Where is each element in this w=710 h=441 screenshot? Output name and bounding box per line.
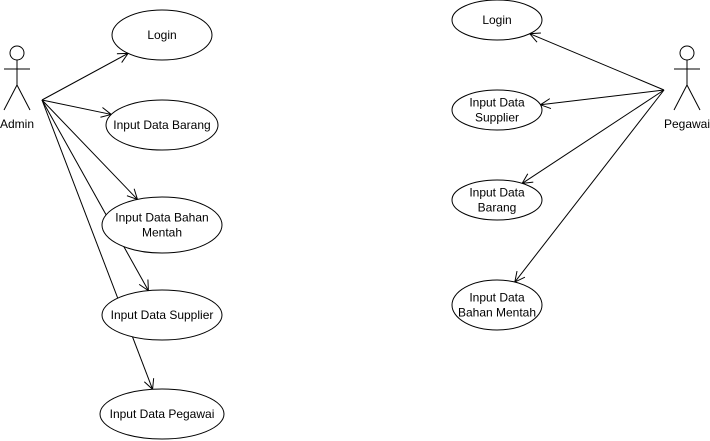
use-case-label: Supplier — [475, 111, 519, 125]
actor-right-leg — [16, 84, 31, 111]
use-case-ellipse — [451, 179, 543, 221]
use-case-label: Input Data — [469, 291, 525, 305]
use-case-admin-input-pegawai: Input Data Pegawai — [99, 388, 225, 440]
actor-pegawai: Pegawai — [664, 45, 710, 131]
use-case-admin-login: Login — [111, 9, 213, 61]
association-pegawai-pegawai-input-barang — [522, 89, 665, 183]
association-pegawai-pegawai-input-bahan-mentah — [515, 89, 665, 282]
actor-label: Pegawai — [664, 117, 710, 131]
actor-head-icon — [9, 45, 25, 61]
actor-left-leg — [3, 84, 18, 111]
association-admin-admin-login — [41, 53, 128, 101]
use-case-label: Input Data — [469, 96, 525, 110]
use-case-admin-input-barang: Input Data Barang — [105, 99, 219, 151]
use-case-label: Barang — [478, 201, 517, 215]
use-case-label: Input Data Supplier — [111, 308, 214, 322]
use-case-pegawai-login: Login — [451, 0, 543, 41]
use-case-ellipse — [105, 99, 219, 151]
use-case-ellipse — [451, 89, 543, 131]
use-case-label: Input Data Pegawai — [110, 407, 215, 421]
use-case-ellipse — [101, 196, 223, 254]
use-case-admin-input-supplier: Input Data Supplier — [101, 289, 223, 341]
actor-admin: Admin — [0, 45, 34, 131]
association-admin-admin-input-bahan-mentah — [41, 99, 137, 199]
use-case-label: Mentah — [142, 226, 182, 240]
use-case-label: Login — [147, 28, 176, 42]
association-admin-admin-input-barang — [41, 99, 111, 114]
use-case-ellipse — [451, 0, 543, 41]
association-pegawai-pegawai-input-supplier — [540, 89, 665, 105]
actor-label: Admin — [0, 117, 34, 131]
use-case-ellipse — [111, 9, 213, 61]
use-case-ellipse — [99, 388, 225, 440]
use-case-label: Login — [482, 13, 511, 27]
actors: Admin Pegawai — [0, 45, 710, 131]
use-case-label: Input Data Barang — [113, 118, 210, 132]
association-admin-admin-input-supplier — [41, 99, 148, 291]
use-case-ellipse — [451, 279, 543, 331]
association-admin-admin-input-pegawai — [41, 99, 153, 389]
actor-right-leg — [686, 84, 701, 111]
use-case-label: Input Data Bahan — [115, 211, 208, 225]
actor-head-icon — [679, 45, 695, 61]
use-case-label: Input Data — [469, 186, 525, 200]
use-case-ellipse — [101, 289, 223, 341]
actor-left-leg — [673, 84, 688, 111]
associations — [41, 34, 665, 390]
use-case-label: Bahan Mentah — [458, 306, 536, 320]
association-pegawai-pegawai-login — [530, 34, 665, 91]
